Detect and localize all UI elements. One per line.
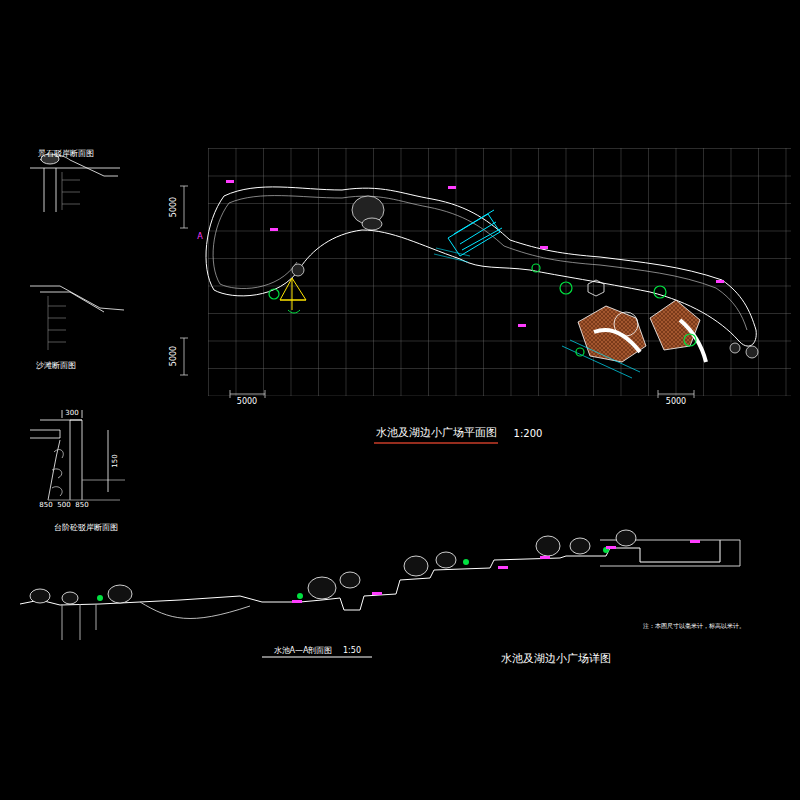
- dimension: 850: [39, 502, 52, 510]
- section-title: 台阶砼驳岸断面图: [54, 524, 118, 533]
- scale-note: 1:200: [514, 428, 543, 439]
- dimension: 5000: [170, 197, 179, 217]
- section-plants: [97, 547, 609, 601]
- dimension: 500: [57, 502, 70, 510]
- dimension: 300: [65, 410, 78, 418]
- trees: [269, 264, 696, 356]
- dimension: 5000: [170, 346, 179, 366]
- section-title: 水池A—A剖面图: [274, 647, 333, 656]
- dimension: 5000: [237, 398, 257, 407]
- section-profile: [20, 540, 740, 640]
- dimension: 5000: [666, 398, 686, 407]
- bridge: [434, 210, 502, 262]
- revetment-section: [30, 154, 120, 212]
- plan-title: 水池及湖边小广场平面图: [376, 427, 497, 439]
- lakeside-plaza: [562, 280, 706, 378]
- beach-section: [30, 286, 124, 350]
- step-revetment-section: [30, 410, 125, 500]
- section-title: 沙滩断面图: [36, 362, 76, 371]
- rockery: [292, 196, 758, 358]
- elevation-marks: [226, 180, 724, 327]
- drawing-note: 注：本图尺寸以毫米计，标高以米计。: [643, 623, 745, 630]
- plan-grid: [208, 148, 791, 396]
- dimension: 150: [112, 454, 120, 467]
- section-rocks: [30, 530, 636, 604]
- section-underline: [262, 657, 372, 658]
- dimension-lines: [180, 186, 694, 398]
- scale-note: 1:50: [343, 647, 361, 656]
- section-level-marks: [292, 540, 700, 603]
- dimension: 850: [75, 502, 88, 510]
- title-underline: [374, 442, 498, 444]
- detail-title: 水池及湖边小广场详图: [501, 653, 611, 665]
- pavilion: [280, 278, 306, 313]
- section-title: 景石驳岸断面图: [38, 150, 94, 159]
- section-marker: A: [197, 233, 202, 242]
